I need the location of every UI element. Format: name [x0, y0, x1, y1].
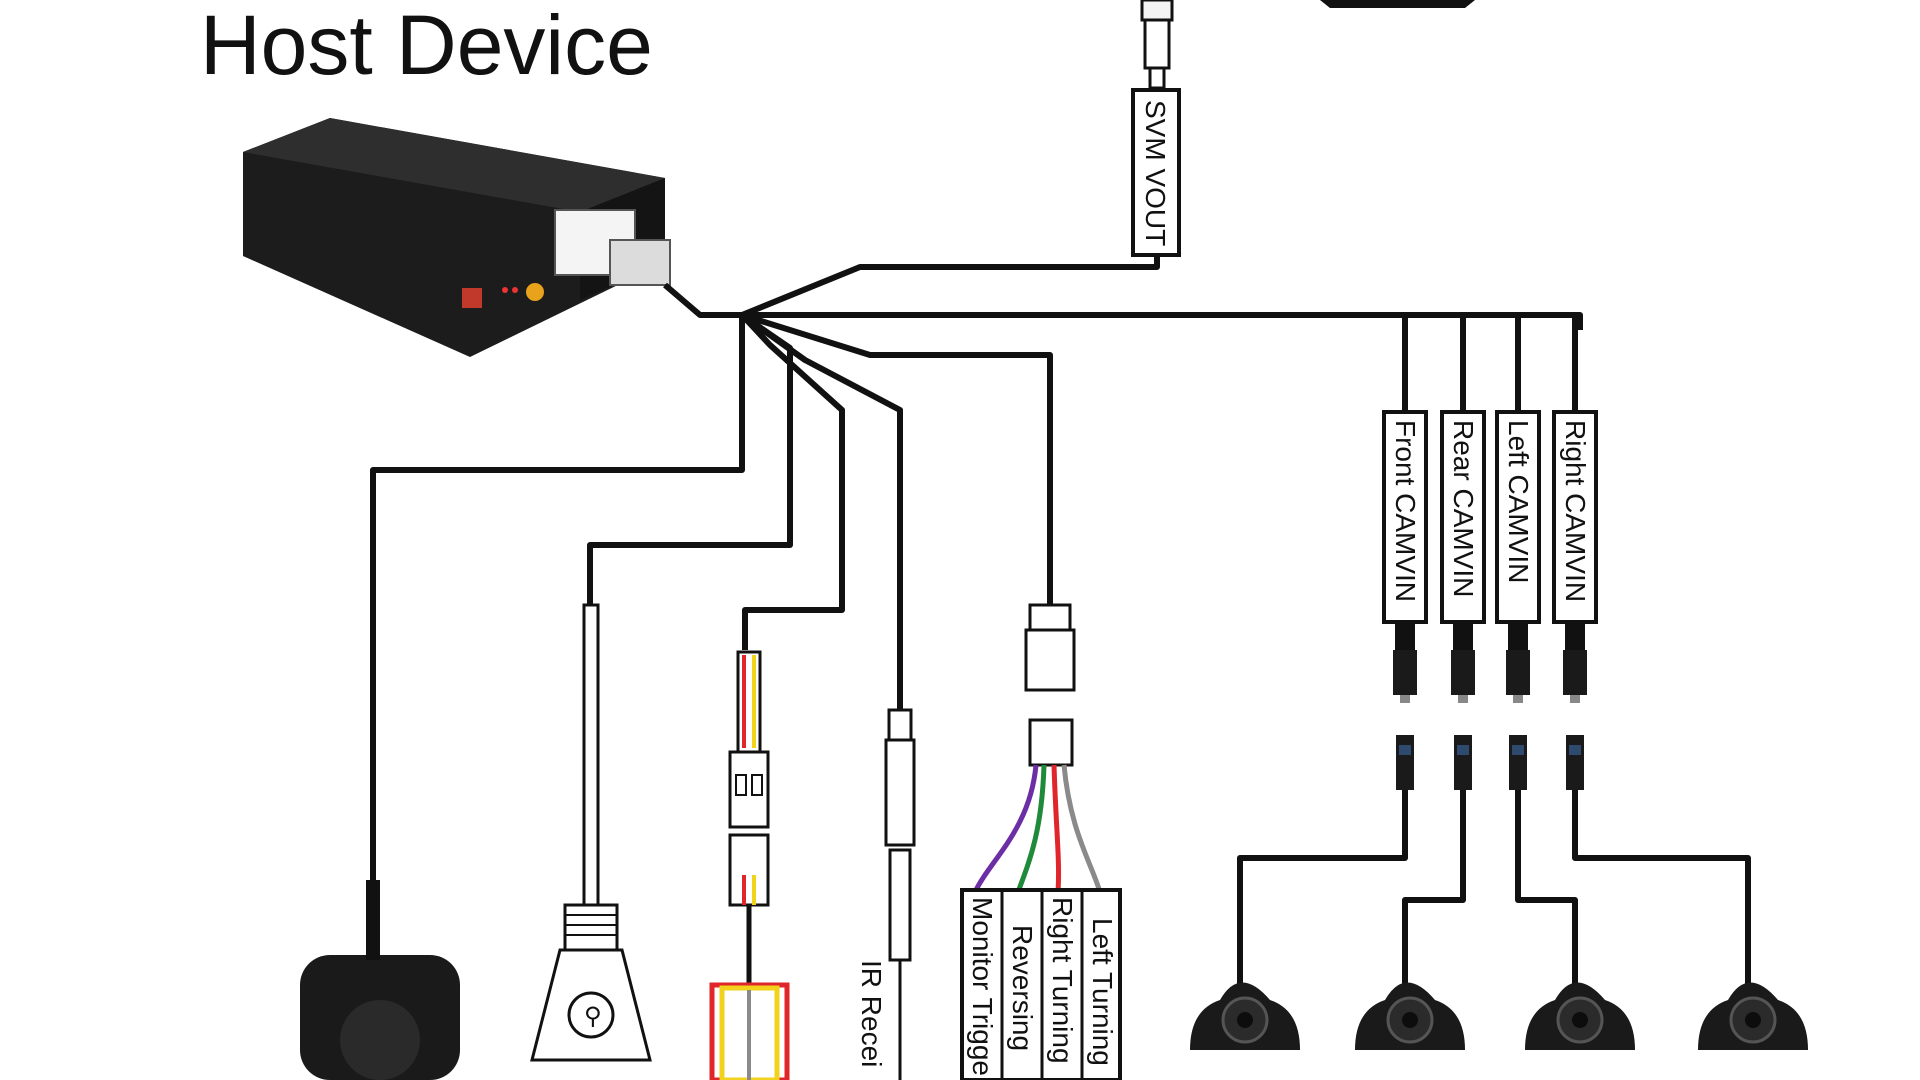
rear-cam-label: Rear CAMVIN: [1448, 420, 1479, 597]
svm-vout-connector: SVM VOUT: [1131, 0, 1475, 257]
remote-button-module: [300, 880, 460, 1080]
right-turning-label: Right Turning: [1047, 897, 1078, 1064]
front-cam-connector: Front CAMVIN: [1382, 410, 1428, 703]
camera-right: [1698, 982, 1808, 1050]
svm-vout-label: SVM VOUT: [1140, 100, 1171, 246]
reversing-label: Reversing: [1007, 925, 1038, 1051]
camera-cables: [1237, 790, 1751, 985]
camera-plugs: [1396, 735, 1584, 790]
left-cam-connector: Left CAMVIN: [1495, 410, 1541, 703]
ir-receiver-label: IR Recei: [856, 960, 887, 1067]
left-turning-label: Left Turning: [1087, 918, 1118, 1066]
trigger-harness: Monitor Trigge Reversing Right Turning L…: [960, 603, 1122, 1080]
monitor-trigger-label: Monitor Trigge: [967, 897, 998, 1076]
ir-receiver-connector: IR Recei: [856, 708, 916, 1080]
right-cam-connector: Right CAMVIN: [1552, 410, 1598, 703]
rear-cam-connector: Rear CAMVIN: [1440, 410, 1486, 703]
right-cam-label: Right CAMVIN: [1560, 420, 1591, 602]
camera-input-group: Front CAMVIN Rear CAMVIN Left CAMVIN Rig…: [1382, 410, 1598, 703]
camera-front: [1190, 982, 1300, 1050]
usb-icon: ⚲: [584, 1002, 602, 1030]
front-cam-label: Front CAMVIN: [1390, 420, 1421, 602]
wire-harness: [370, 255, 1583, 880]
power-connector: [709, 650, 790, 1080]
camera-left: [1525, 982, 1635, 1050]
camera-rear: [1355, 982, 1465, 1050]
usb-connector: ⚲: [530, 603, 652, 1062]
host-device-title: Host Device: [200, 0, 653, 92]
left-cam-label: Left CAMVIN: [1503, 420, 1534, 583]
host-device-unit: [243, 118, 671, 357]
